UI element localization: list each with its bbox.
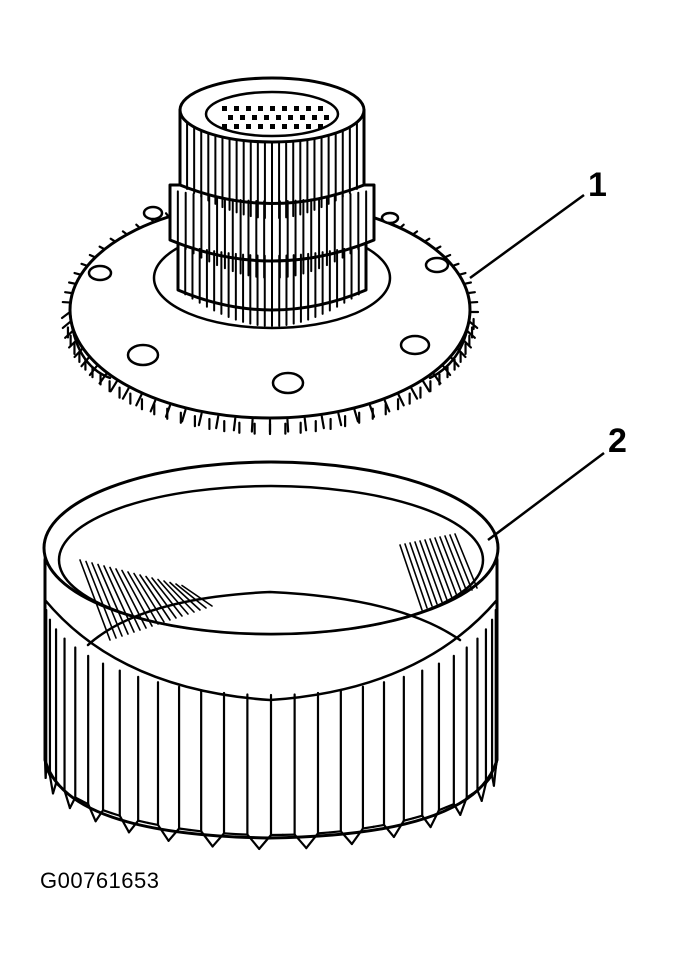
part-1-sprocket-hub	[60, 76, 480, 436]
callout-label-2: 2	[608, 422, 627, 460]
callout-label-1: 1	[588, 166, 607, 204]
drum-rim-front-edge	[43, 598, 499, 702]
hub-splines	[169, 114, 375, 327]
sprocket-holes	[87, 205, 450, 395]
part-2-splined-drum	[42, 460, 500, 850]
figure-id: G00761653	[40, 868, 160, 893]
drum-inner-rim	[57, 484, 485, 636]
bore-inner-splines	[222, 106, 329, 129]
hub-bore	[204, 90, 340, 138]
drum-inner-hatching	[79, 533, 478, 641]
leader-line-1	[469, 193, 585, 280]
leader-line-2	[487, 452, 605, 541]
sprocket-edge	[68, 310, 472, 380]
drum-outer-splines	[43, 598, 499, 850]
